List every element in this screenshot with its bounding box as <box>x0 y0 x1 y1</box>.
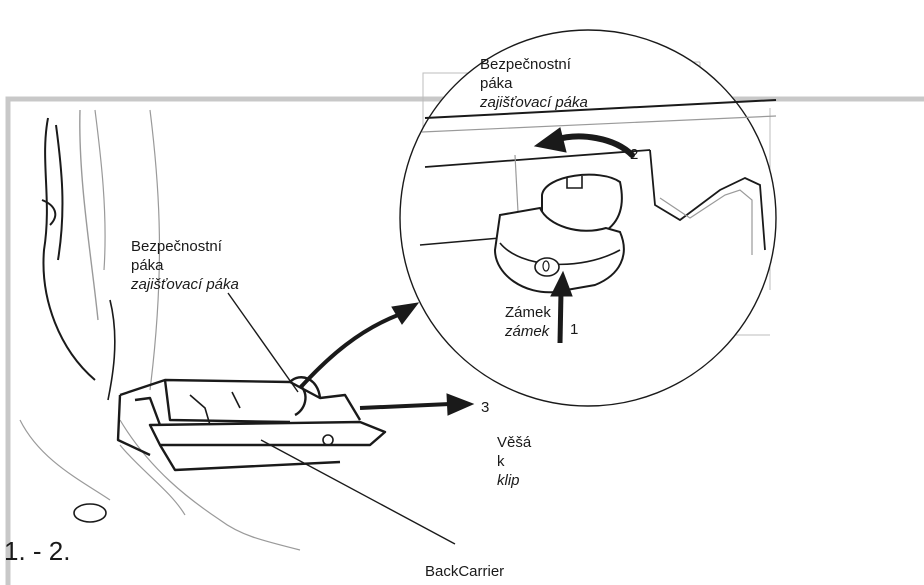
hanger-label-line2: k <box>497 452 531 471</box>
lock-label: Zámek zámek <box>505 303 551 341</box>
lever-label-left-line3: zajišťovací páka <box>131 275 239 294</box>
lock-label-line1: Zámek <box>505 303 551 322</box>
step-1-number: 1 <box>570 320 578 339</box>
step-3-number: 3 <box>481 398 489 417</box>
lever-label-left-line1: Bezpečnostní <box>131 237 239 256</box>
lever-label-left: Bezpečnostní páka zajišťovací páka <box>131 237 239 294</box>
hanger-label-line3: klip <box>497 471 531 490</box>
carrier-mechanism <box>118 377 385 515</box>
lever-label-top-line1: Bezpečnostní <box>480 55 588 74</box>
lever-label-top: Bezpečnostní páka zajišťovací páka <box>480 55 588 112</box>
lever-label-left-line2: páka <box>131 256 239 275</box>
hanger-label: Věšá k klip <box>497 433 531 490</box>
back-carrier-label: BackCarrier <box>425 562 504 581</box>
step-2-number: 2 <box>630 145 638 164</box>
person-sketch <box>20 110 300 550</box>
hanger-label-line1: Věšá <box>497 433 531 452</box>
steps-title: 1. - 2. <box>4 536 70 566</box>
lever-label-top-line2: páka <box>480 74 588 93</box>
arrow-step-3 <box>360 394 473 415</box>
arrow-to-detail <box>300 303 418 388</box>
lock-label-line2: zámek <box>505 322 551 341</box>
lever-label-top-line3: zajišťovací páka <box>480 93 588 112</box>
